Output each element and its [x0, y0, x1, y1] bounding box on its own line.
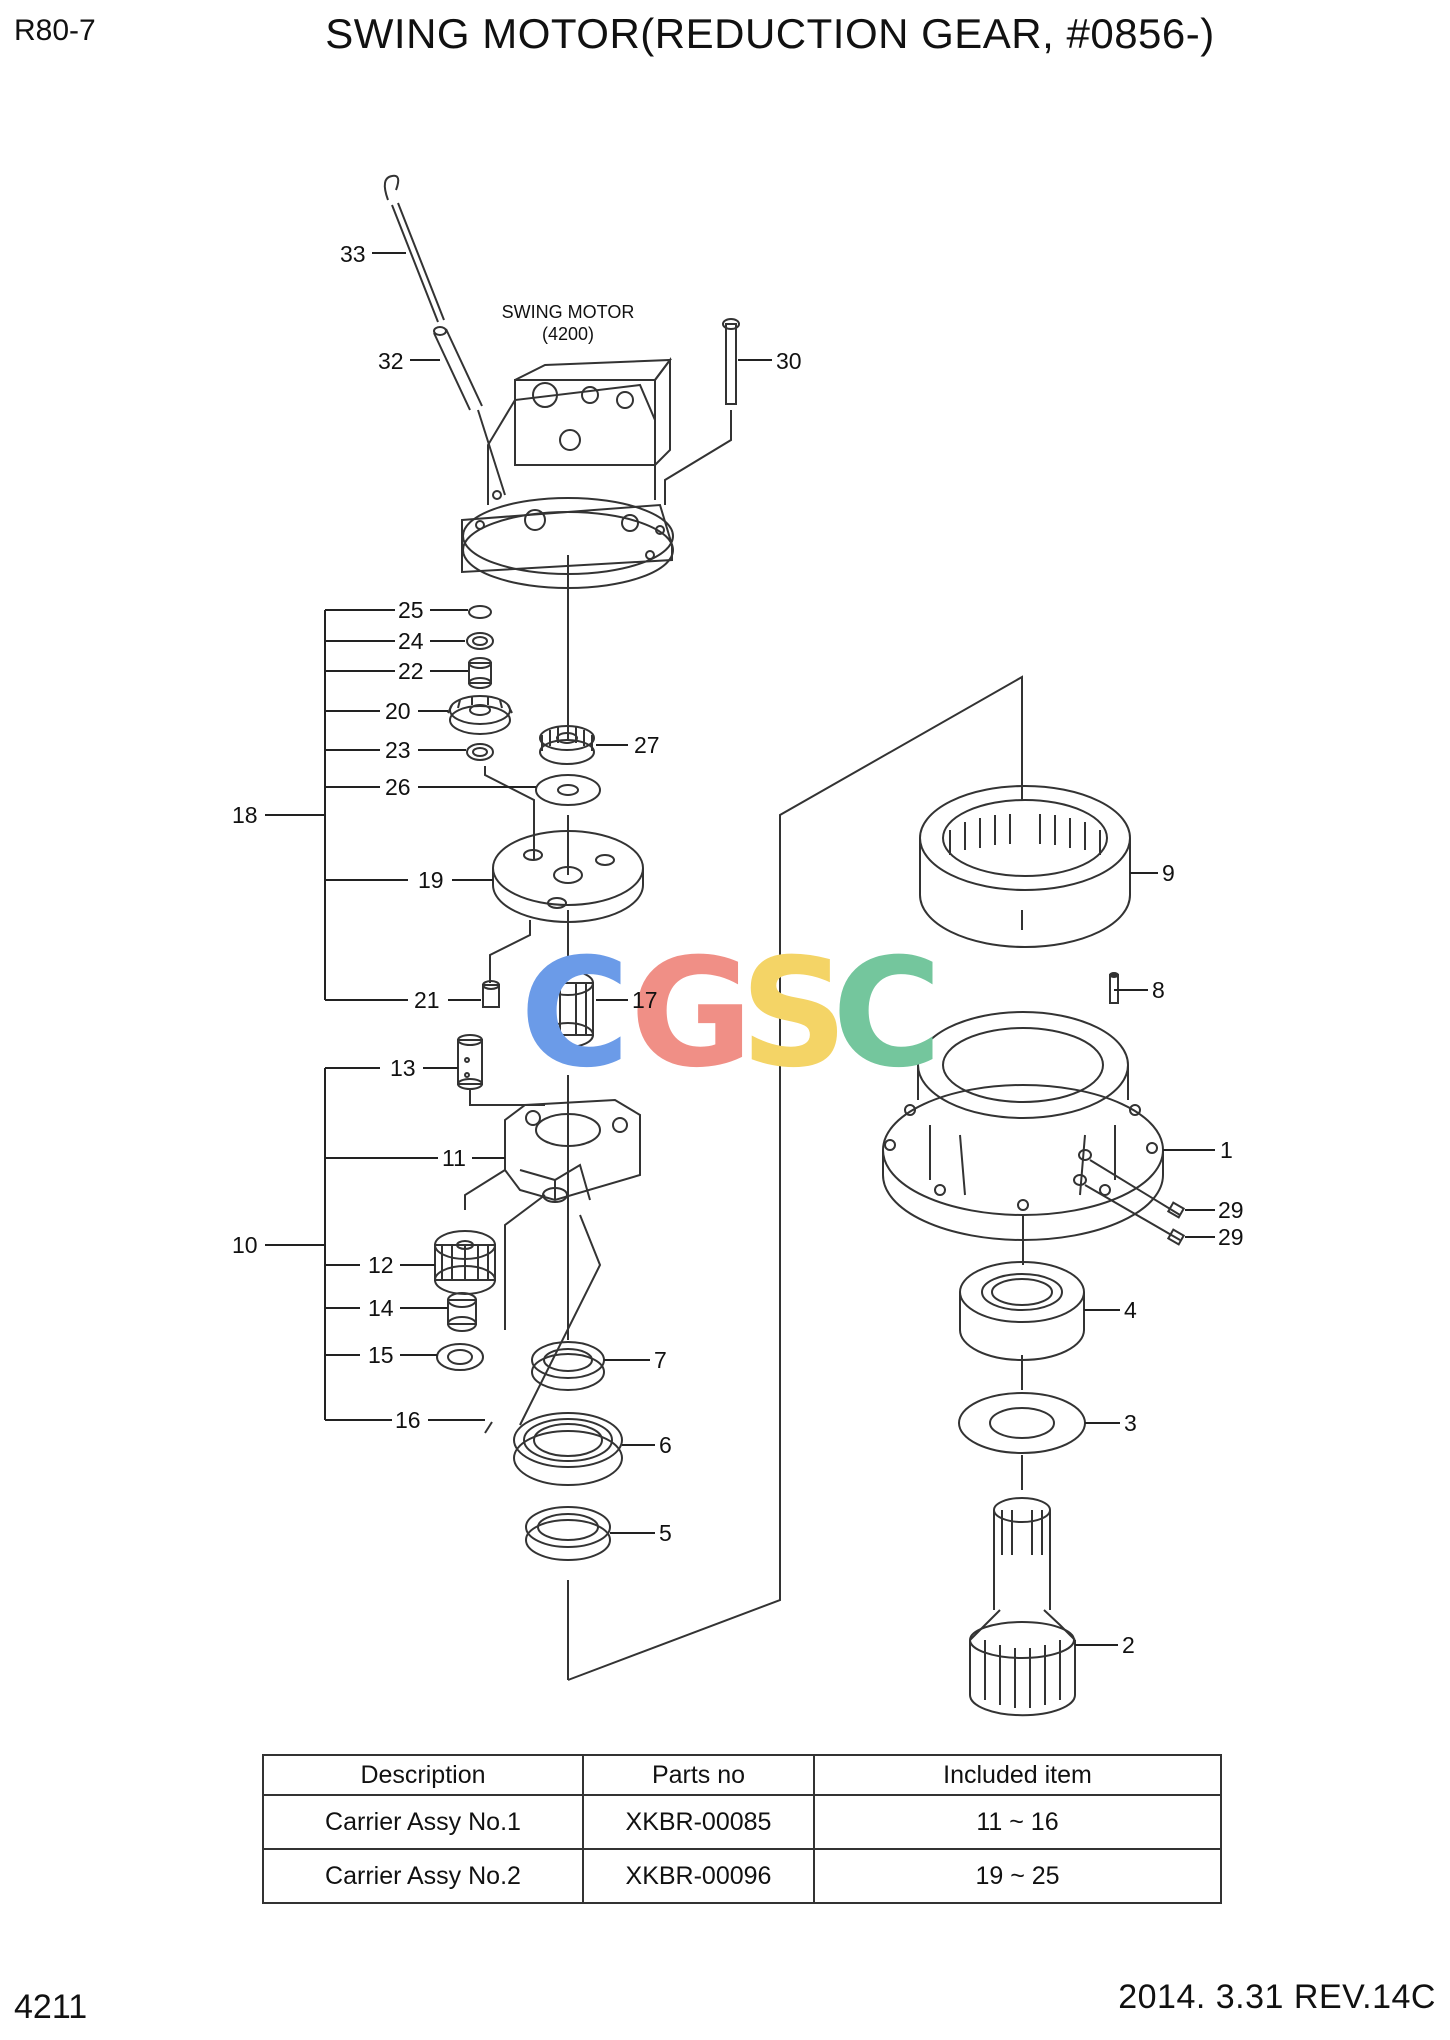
watermark-letter-g: G	[630, 927, 753, 1101]
callout-21: 21	[414, 987, 440, 1013]
callout-8: 8	[1152, 977, 1165, 1003]
model-code: R80-7	[14, 14, 96, 47]
callout-9: 9	[1162, 860, 1175, 886]
callout-22: 22	[398, 658, 424, 684]
callout-24: 24	[398, 628, 424, 654]
column-header-included-item: Included item	[813, 1754, 1222, 1796]
callout-14: 14	[368, 1295, 394, 1321]
callout-10: 10	[232, 1232, 258, 1258]
callout-6: 6	[659, 1432, 672, 1458]
watermark-letter-s: S	[740, 927, 848, 1101]
page-title: SWING MOTOR(REDUCTION GEAR, #0856-)	[325, 10, 1215, 57]
table-row: Carrier Assy No.1 XKBR-00085 11 ~ 16	[262, 1794, 1222, 1850]
callout-16: 16	[395, 1407, 421, 1433]
watermark-letter-c2: C	[832, 927, 942, 1101]
callout-7: 7	[654, 1347, 667, 1373]
callout-33: 33	[340, 241, 366, 267]
callout-25: 25	[398, 597, 424, 623]
motor-caption-line1: SWING MOTOR	[502, 302, 635, 322]
cell-included-item: 11 ~ 16	[813, 1794, 1222, 1850]
callout-2: 2	[1122, 1632, 1135, 1658]
cell-description: Carrier Assy No.2	[262, 1848, 584, 1904]
callout-17: 17	[632, 987, 658, 1013]
callout-27: 27	[634, 732, 660, 758]
callout-30: 30	[776, 348, 802, 374]
column-header-description: Description	[262, 1754, 584, 1796]
callout-4: 4	[1124, 1297, 1137, 1323]
page-number: 4211	[14, 1988, 88, 2026]
callout-19: 19	[418, 867, 444, 893]
revision-date: 2014. 3.31 REV.14C	[1118, 1978, 1436, 2016]
callout-23: 23	[385, 737, 411, 763]
callout-32: 32	[378, 348, 404, 374]
callout-15: 15	[368, 1342, 394, 1368]
callout-18: 18	[232, 802, 258, 828]
callout-29-upper: 29	[1218, 1197, 1244, 1223]
column-header-parts-no: Parts no	[582, 1754, 815, 1796]
callout-20: 20	[385, 698, 411, 724]
callout-11: 11	[442, 1145, 466, 1171]
callout-29-lower: 29	[1218, 1224, 1244, 1250]
parts-table: Description Parts no Included item Carri…	[262, 1754, 1222, 1904]
callout-26: 26	[385, 774, 411, 800]
callout-12: 12	[368, 1252, 394, 1278]
cell-parts-no: XKBR-00085	[582, 1794, 815, 1850]
watermark-letter-c1: C	[520, 927, 630, 1101]
callout-1: 1	[1220, 1137, 1233, 1163]
callout-13: 13	[390, 1055, 416, 1081]
callout-3: 3	[1124, 1410, 1137, 1436]
table-row: Carrier Assy No.2 XKBR-00096 19 ~ 25	[262, 1848, 1222, 1904]
cell-included-item: 19 ~ 25	[813, 1848, 1222, 1904]
callout-5: 5	[659, 1520, 672, 1546]
cell-parts-no: XKBR-00096	[582, 1848, 815, 1904]
motor-caption-line2: (4200)	[542, 324, 594, 344]
cell-description: Carrier Assy No.1	[262, 1794, 584, 1850]
table-header-row: Description Parts no Included item	[262, 1754, 1222, 1796]
